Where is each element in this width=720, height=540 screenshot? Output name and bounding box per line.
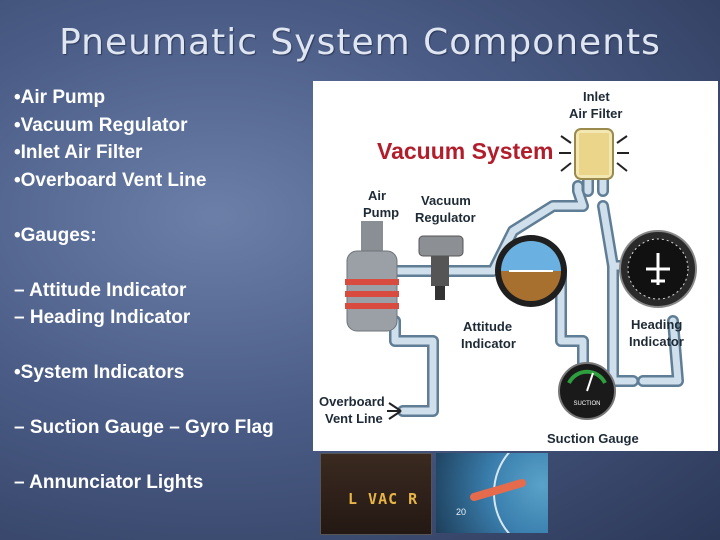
bullet-air-pump: •Air Pump	[14, 84, 310, 112]
vacuum-system-diagram: SUCTION Vacuum System Inlet Air Filter A…	[313, 81, 718, 451]
bullet-overboard-vent-line: •Overboard Vent Line	[14, 167, 310, 195]
label-air: Air	[368, 188, 386, 203]
label-attitude: Attitude	[463, 319, 512, 334]
bullet-annunciator: – Annunciator Lights	[14, 469, 310, 497]
vent-arrows-icon	[387, 403, 401, 419]
suction-gauge-icon: SUCTION	[559, 363, 615, 419]
attitude-indicator-icon	[495, 235, 567, 307]
suction-gauge-photo: 20	[436, 453, 548, 533]
bullet-heading-indicator: – Heading Indicator	[14, 304, 310, 332]
gauge-number: 20	[456, 507, 466, 517]
bullet-list: •Air Pump •Vacuum Regulator •Inlet Air F…	[14, 84, 310, 497]
suction-face-label: SUCTION	[574, 401, 601, 407]
label-heading: Heading	[631, 317, 682, 332]
label-overboard: Overboard	[319, 394, 385, 409]
inlet-air-filter-icon	[559, 129, 629, 179]
bullet-system-indicators: •System Indicators	[14, 359, 310, 387]
bullet-inlet-air-filter: •Inlet Air Filter	[14, 139, 310, 167]
annunciator-lights-text: L VAC R	[348, 490, 418, 508]
label-attitude-indicator: Indicator	[461, 336, 516, 351]
label-vacuum: Vacuum	[421, 193, 471, 208]
diagram-svg: SUCTION Vacuum System Inlet Air Filter A…	[313, 81, 718, 451]
label-air-filter: Air Filter	[569, 106, 622, 121]
diagram-title: Vacuum System	[377, 138, 553, 164]
label-suction-gauge: Suction Gauge	[547, 431, 639, 446]
label-pump: Pump	[363, 205, 399, 220]
bullet-attitude-indicator: – Attitude Indicator	[14, 277, 310, 305]
bullet-gauges: •Gauges:	[14, 222, 310, 250]
suction-gauge-photo-svg: 20	[436, 453, 548, 533]
label-regulator: Regulator	[415, 210, 476, 225]
bullet-suction-gyro: – Suction Gauge – Gyro Flag	[14, 414, 310, 442]
heading-indicator-icon	[620, 231, 696, 307]
annunciator-photo: L VAC R	[320, 453, 432, 535]
label-heading-indicator: Indicator	[629, 334, 684, 349]
label-inlet: Inlet	[583, 89, 610, 104]
bullet-vacuum-regulator: •Vacuum Regulator	[14, 112, 310, 140]
slide-title: Pneumatic System Components	[0, 22, 720, 63]
label-vent-line: Vent Line	[325, 411, 383, 426]
air-pump-icon	[345, 221, 399, 331]
